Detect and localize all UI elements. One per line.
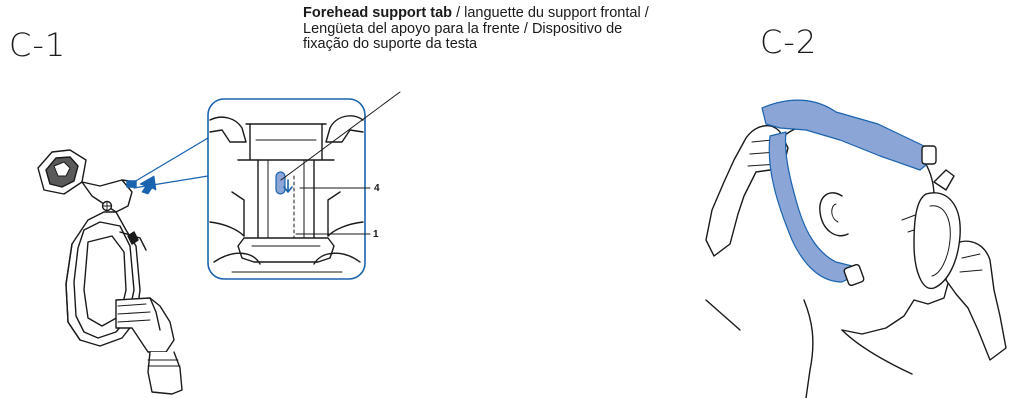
forehead-support-tab-callout: Forehead support tab / languette du supp… (303, 5, 653, 53)
tab-leader-line (280, 91, 401, 181)
part-number-1: 1 (373, 229, 379, 240)
callout-title: Forehead support tab (303, 5, 453, 21)
figure-label-c1: C-1 (9, 26, 67, 64)
arrow-icon (139, 175, 157, 195)
detail-inset (207, 98, 366, 280)
zoom-line-lower (133, 175, 209, 189)
figure-label-c2: C-2 (760, 23, 818, 61)
zoom-line-upper (133, 137, 209, 183)
c2-headgear-illustration (705, 99, 1007, 398)
part-number-4: 4 (374, 183, 380, 194)
callout-text: / languette du support frontal / Lengüet… (303, 5, 649, 52)
c1-mask-illustration (37, 149, 183, 395)
